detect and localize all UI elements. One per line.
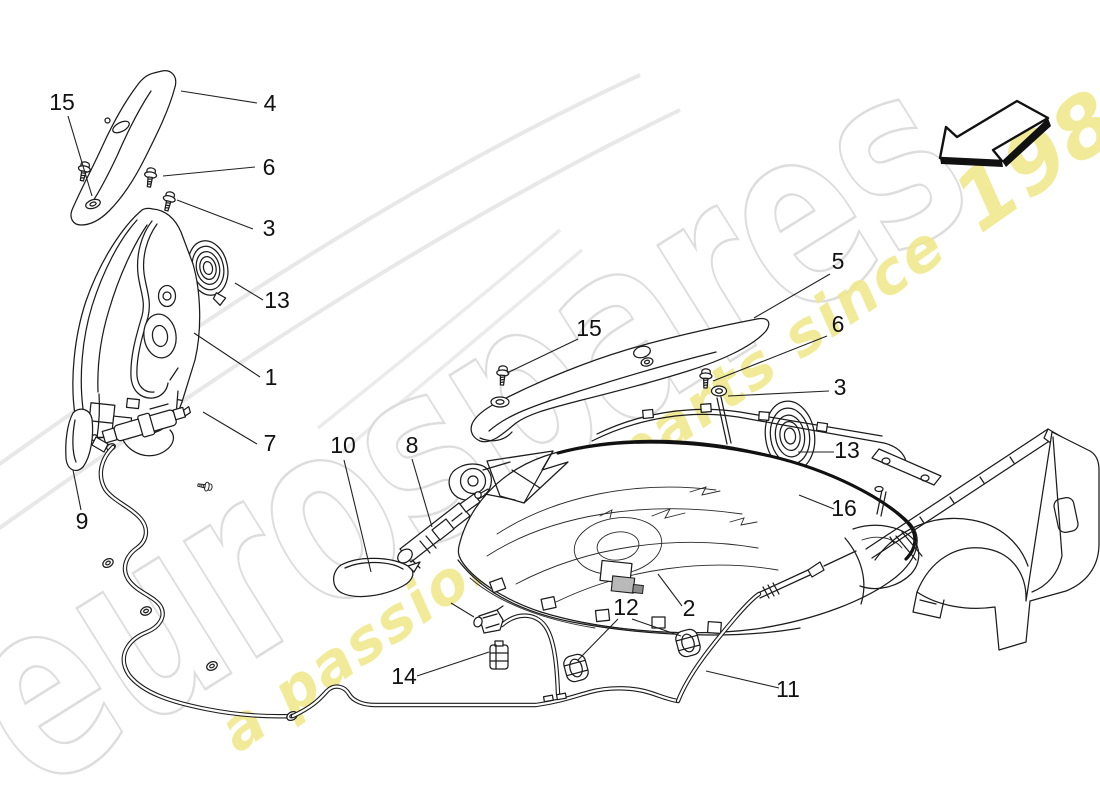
callout-12: 12 [613, 594, 639, 620]
callout-3-left: 3 [263, 215, 276, 241]
callout-3-right: 3 [834, 374, 847, 400]
left-headlight-unit-part1 [72, 207, 201, 457]
callout-4: 4 [264, 90, 277, 116]
callout-9: 9 [76, 508, 89, 534]
washer-hose-part11 [290, 591, 762, 719]
callout-16: 16 [831, 495, 857, 521]
callout-labels: 15 4 6 3 13 1 7 9 10 8 15 5 6 3 13 16 2 … [49, 89, 860, 702]
cover-cap-part9 [65, 408, 94, 472]
callout-5: 5 [832, 248, 845, 274]
watermark-swoosh-arc [0, 108, 681, 531]
callout-7: 7 [264, 430, 277, 456]
screw-part3-left [159, 189, 178, 213]
grommet-part3-right [710, 385, 732, 445]
callout-10: 10 [330, 432, 356, 458]
hose-clip-part12 [561, 651, 591, 685]
washer-elbow-left [91, 436, 109, 453]
callout-15-right: 15 [576, 315, 602, 341]
callout-2: 2 [683, 595, 696, 621]
left-trim-cover-part4 [70, 70, 177, 226]
watermark-swoosh-arc [0, 73, 641, 467]
watermark-swoosh-arc [316, 228, 562, 430]
callout-8: 8 [406, 432, 419, 458]
right-headlight-unit-part2 [448, 403, 920, 636]
right-trim-cover-part5 [470, 317, 770, 443]
callout-6-right: 6 [832, 311, 845, 337]
watermark-swoosh-arc [340, 248, 584, 454]
washer-feed-tube [757, 550, 857, 599]
direction-arrow-icon [938, 99, 1051, 167]
callout-13-right: 13 [834, 437, 860, 463]
callout-15-left: 15 [49, 89, 75, 115]
cover-cap-part10 [333, 557, 421, 598]
callout-11: 11 [776, 676, 800, 702]
left-washer-hose [98, 444, 300, 723]
right-headlight-cluster [290, 317, 1100, 719]
round-cap-part13-left [187, 240, 229, 306]
front-fender-part [865, 428, 1100, 651]
callout-13-left: 13 [264, 287, 290, 313]
screw-part6-left [142, 166, 159, 189]
hose-elbow-connector-part14 [473, 605, 504, 634]
callout-6-left: 6 [263, 154, 276, 180]
hose-clamp-part14 [489, 640, 509, 670]
callout-leader-lines [67, 90, 835, 689]
callout-1: 1 [265, 364, 278, 390]
left-headlight-cluster [65, 70, 300, 723]
callout-14: 14 [391, 663, 417, 689]
